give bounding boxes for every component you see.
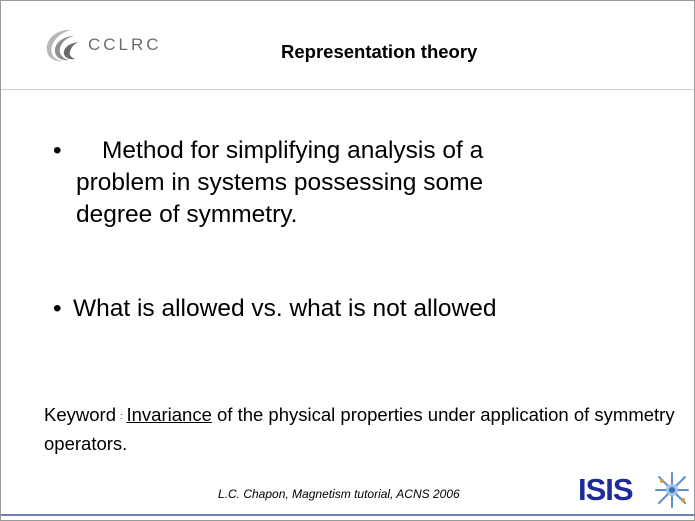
slide-title: Representation theory (281, 41, 478, 62)
isis-starburst-icon (655, 472, 689, 508)
bullet-item-2: • What is allowed vs. what is not allowe… (51, 293, 671, 327)
isis-logo: ISIS (578, 471, 690, 511)
keyword-rest: of the physical properties under applica… (44, 404, 675, 454)
bullet-text: What is allowed vs. what is not allowed (73, 295, 497, 322)
keyword-statement: Keyword:Invariance of the physical prope… (44, 401, 684, 457)
bottom-divider (1, 514, 694, 516)
cclrc-swoosh-icon (46, 29, 79, 62)
bullet-marker: • (53, 137, 62, 164)
header-divider (1, 89, 694, 90)
bullet-item-1: • Method for simplifying analysis of a p… (51, 135, 651, 235)
isis-logo-text: ISIS (578, 472, 634, 507)
keyword-invariance: Invariance (126, 404, 212, 425)
keyword-label: Keyword (44, 404, 116, 425)
bullet-text: Method for simplifying analysis of a pro… (76, 137, 484, 228)
slide-header: CCLRC Representation theory (1, 1, 694, 89)
cclrc-logo: CCLRC (41, 27, 201, 67)
bullet-marker: • (53, 295, 62, 322)
cclrc-logo-text: CCLRC (88, 35, 162, 54)
keyword-separator: : (119, 411, 123, 421)
footer-citation: L.C. Chapon, Magnetism tutorial, ACNS 20… (218, 487, 460, 501)
